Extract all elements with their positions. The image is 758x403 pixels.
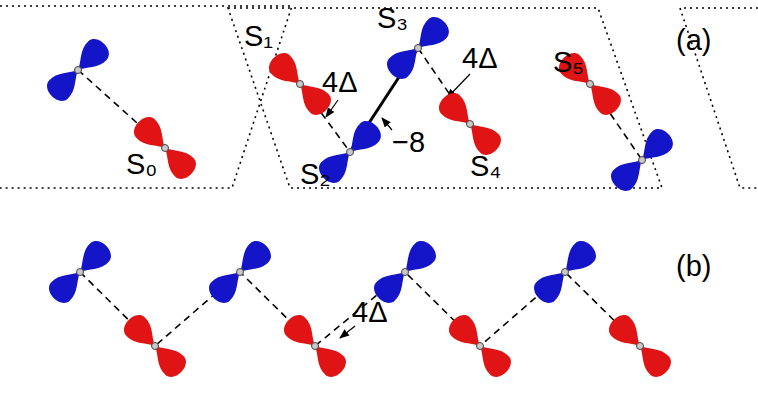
coupling-label: 4Δ [322,68,358,97]
site-label: S₅ [553,48,584,77]
atom-sites [75,45,646,350]
unit-cell [0,6,758,188]
site-label: S₁ [244,22,273,51]
coupling-label: 4Δ [352,298,388,327]
coupling-label: 4Δ [462,44,498,73]
bond-lines [78,48,642,346]
panel-letter: (b) [676,252,711,281]
site-label: S₄ [470,152,501,181]
panel-letter: (a) [676,26,711,55]
site-label: S₂ [300,160,331,189]
site-label: S₃ [377,4,408,33]
orbitals [43,13,678,382]
site-label: S₀ [126,150,157,179]
coupling-label: −8 [392,128,425,157]
